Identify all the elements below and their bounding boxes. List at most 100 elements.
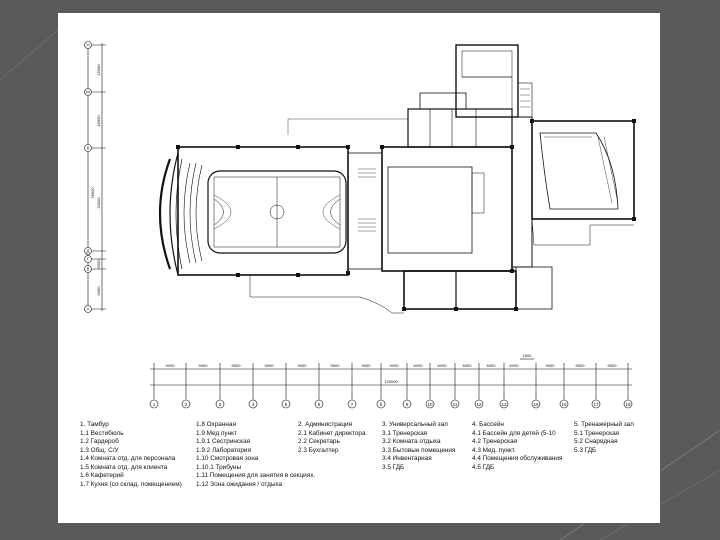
legend-item: 3.3 Бытовые помещения <box>382 446 456 454</box>
column-axis-marker <box>281 399 291 409</box>
bottom-dimension-chain <box>150 358 632 401</box>
column-axis-label: 9 <box>406 402 409 407</box>
column-axis-marker <box>559 399 569 409</box>
column-axis-label: 10 <box>427 402 433 407</box>
column-axis-marker <box>623 399 633 409</box>
row-dimension: 78000 <box>90 187 95 199</box>
legend-item: 2. Администрация <box>298 421 353 428</box>
legend-item: 3.5 ГДБ <box>382 463 405 471</box>
column-axis-label: 3 <box>219 402 222 407</box>
column-dimension: 6000 <box>510 363 520 368</box>
row-axis-marker <box>84 88 92 96</box>
column-dimension: 9000 <box>232 363 242 368</box>
legend-item: 1.9 Мед пункт <box>196 429 237 437</box>
column-dimension: 6000 <box>414 363 424 368</box>
column-dimension: 9000 <box>265 363 275 368</box>
column-axis-label: 1 <box>153 402 156 407</box>
legend-item: 1.10.1 Трибуны <box>196 463 242 471</box>
column-dimension: 9000 <box>331 363 341 368</box>
legend-item: 1.10 Смотровая зона <box>196 455 259 462</box>
legend-item: 1.1 Вестибюль <box>80 429 124 437</box>
column-dimension: 6000 <box>487 363 497 368</box>
legend-column-administration: 2. Администрация 2.1 Кабинет директора 2… <box>298 421 366 455</box>
legend-item: 1.12 Зона ожидания / отдыха <box>196 480 283 488</box>
legend-item: 1.5 Комната отд. для клиента <box>80 463 168 471</box>
column-axis-label: 13 <box>501 402 507 407</box>
legend-item: 4.4 Помещения обслуживания <box>472 455 563 462</box>
legend-item: 1.7 Кухня (со склад. помещением) <box>80 480 182 488</box>
column-axis-marker <box>376 399 386 409</box>
column-axis-label: 12 <box>476 402 482 407</box>
row-axis-label: Г <box>87 257 90 262</box>
row-axis-marker <box>84 255 92 263</box>
column-axis-marker <box>215 399 225 409</box>
column-axis-label: 8 <box>380 402 383 407</box>
row-axis-marker <box>84 41 92 49</box>
column-dimension: 6000 <box>438 363 448 368</box>
legend-column-lobby: 1. Тамбур 1.1 Вестибюль 1.2 Гардероб 1.3… <box>80 421 182 489</box>
column-axis-marker <box>248 399 258 409</box>
row-dimension: 15000 <box>96 64 101 76</box>
column-axis-label: 18 <box>625 402 631 407</box>
legend-item: 1.9.2 Лаборатория <box>196 446 251 454</box>
column-axis-marker <box>181 399 191 409</box>
row-axis-label: М <box>86 90 90 95</box>
column-axis-markers <box>149 399 633 409</box>
legend-item: 1.11 Помещения для занятия в секциях. <box>196 472 316 479</box>
row-axis-label: А <box>87 307 90 312</box>
row-axis-label: Н <box>86 43 89 48</box>
legend-item: 3.2 Комната отдыха <box>382 438 441 445</box>
legend-item: 2.2 Секретарь <box>298 438 340 445</box>
floor-plan: Н М К Д Г В А 15000 18000 78000 20000 60… <box>84 41 636 409</box>
row-axis-label: Д <box>87 249 90 254</box>
column-axis-marker <box>531 399 541 409</box>
overall-dimension: 120000 <box>384 379 398 384</box>
column-axis-label: 17 <box>593 402 599 407</box>
row-axis-label: В <box>87 267 90 272</box>
column-axis-label: 16 <box>561 402 567 407</box>
legend-item: 1.2 Гардероб <box>80 438 119 445</box>
legend-item: 5.2 Снарядная <box>574 438 618 445</box>
legend-item: 3.4 Инвентарная <box>382 455 432 462</box>
column-axis-marker <box>314 399 324 409</box>
legend-item: 3.1 Тренерская <box>382 429 428 437</box>
column-axis-marker <box>474 399 484 409</box>
drawing-sheet: Н М К Д Г В А 15000 18000 78000 20000 60… <box>58 13 660 523</box>
legend-item: 1.9.1 Сестринская <box>196 438 251 445</box>
column-axis-label: 4 <box>252 402 255 407</box>
column-axis-marker <box>425 399 435 409</box>
structural-columns <box>176 119 636 311</box>
row-axis-label: К <box>87 146 90 151</box>
legend-column-pool: 4. Бассейн 4.1 Бассейн для детей (5-10 4… <box>472 421 562 472</box>
column-axis-marker <box>450 399 460 409</box>
column-axis-label: 15 <box>533 402 539 407</box>
legend-item: 1. Тамбур <box>80 421 109 428</box>
row-dimension: 6000 <box>96 259 101 269</box>
row-axis-marker <box>84 144 92 152</box>
column-dimension: 9000 <box>608 363 618 368</box>
legend-item: 4.3 Мед. пункт. <box>472 446 516 454</box>
room-legend: 1. Тамбур 1.1 Вестибюль 1.2 Гардероб 1.3… <box>80 421 655 521</box>
legend-item: 4. Бассейн <box>472 421 504 428</box>
column-dimension: 9000 <box>199 363 209 368</box>
column-dimension: 9000 <box>576 363 586 368</box>
column-axis-label: 6 <box>318 402 321 407</box>
row-axis-marker <box>84 305 92 313</box>
column-dimension: 6000 <box>463 363 473 368</box>
legend-item: 2.3 Бухгалтер <box>298 446 339 454</box>
legend-item: 4.2 Тренерская <box>472 438 518 445</box>
legend-column-universal-hall: 3. Универсальный зал 3.1 Тренерская 3.2 … <box>382 421 455 472</box>
legend-item: 5.3 ГДБ <box>574 446 597 454</box>
column-dimension: 9000 <box>166 363 176 368</box>
legend-item: 4.1 Бассейн для детей (5-10 <box>472 429 556 437</box>
column-axis-marker <box>499 399 509 409</box>
row-axis-marker <box>84 265 92 273</box>
legend-item: 1.4 Комната отд. для персонала <box>80 455 176 462</box>
legend-item: 1.3 Общ. С/У <box>80 446 119 454</box>
column-axis-label: 7 <box>351 402 354 407</box>
legend-column-services: 1.8 Охранная 1.9 Мед пункт 1.9.1 Сестрин… <box>196 421 315 489</box>
column-axis-marker <box>402 399 412 409</box>
legend-item: 5.1 Тренерская <box>574 429 620 437</box>
column-axis-label: 5 <box>285 402 288 407</box>
column-dimension: 9000 <box>546 363 556 368</box>
